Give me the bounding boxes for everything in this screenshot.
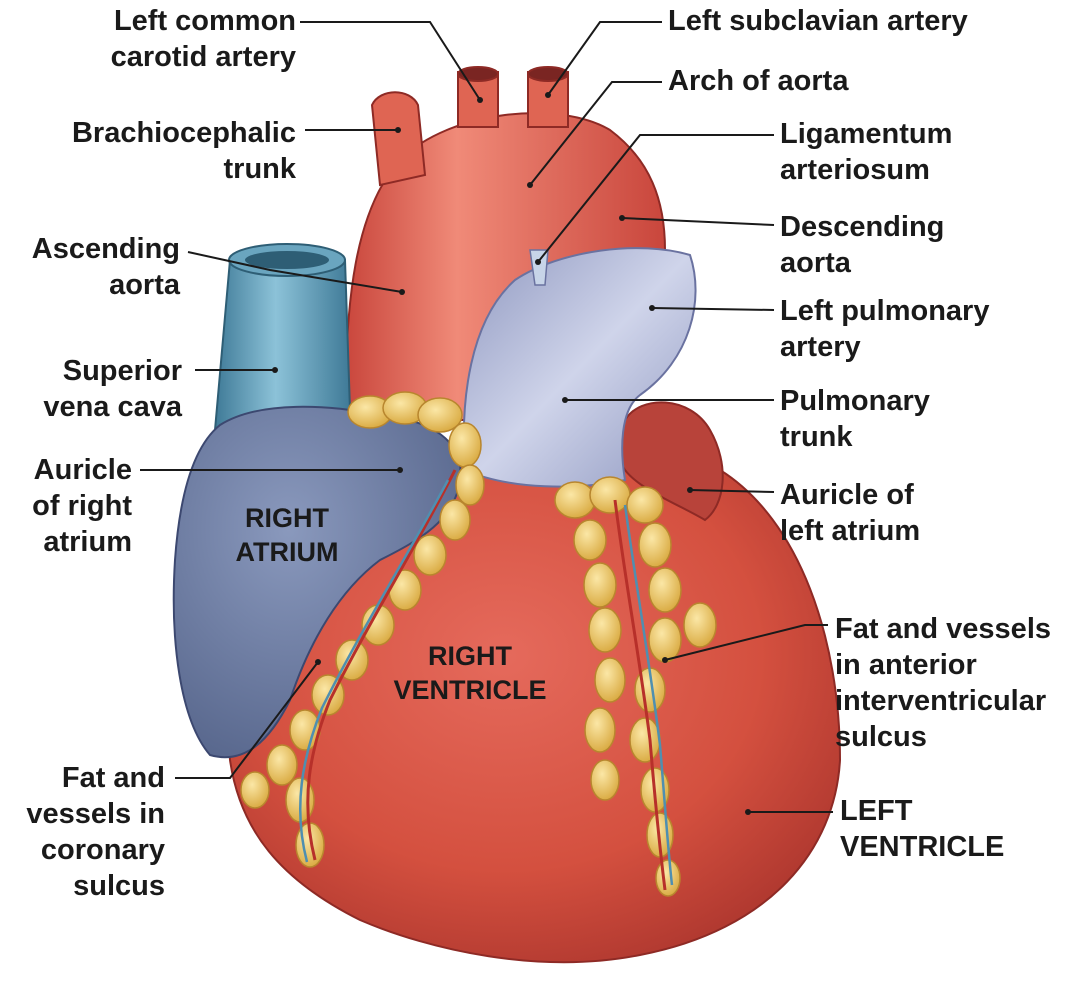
callout-ascending-aorta: Ascending aorta — [32, 233, 405, 301]
label-line: atrium — [43, 526, 132, 558]
label-line: Brachiocephalic — [72, 117, 296, 149]
label-line: sulcus — [73, 870, 165, 902]
leader-endpoint — [527, 182, 533, 188]
label-line: Ascending — [32, 233, 180, 265]
label-line: Auricle — [34, 454, 132, 486]
leader-endpoint — [535, 259, 541, 265]
brachiocephalic-trunk — [372, 92, 425, 185]
label-line: Ligamentum — [780, 118, 952, 150]
region-label-right-atrium: RIGHT — [245, 503, 330, 533]
region-label-right-atrium: ATRIUM — [236, 537, 339, 567]
label-line: Left pulmonary — [780, 295, 989, 327]
label-line: Fat and — [62, 762, 165, 794]
label-line: coronary — [41, 834, 165, 866]
leader-endpoint — [272, 367, 278, 373]
leader-line — [300, 22, 480, 100]
region-label-right-ventricle: VENTRICLE — [393, 675, 546, 705]
callout-brachiocephalic-trunk: Brachiocephalic trunk — [72, 117, 401, 185]
label-line: Pulmonary — [780, 385, 930, 417]
label-line: of right — [32, 490, 132, 522]
label-line: trunk — [780, 421, 853, 453]
label-line: vessels in — [26, 798, 165, 830]
leader-endpoint — [662, 657, 668, 663]
superior-vena-cava — [215, 260, 350, 430]
label-line: aorta — [109, 269, 181, 301]
leader-endpoint — [687, 487, 693, 493]
callout-left-common-carotid-artery: Left common carotid artery — [111, 5, 483, 103]
label-line: Descending — [780, 211, 944, 243]
label-line: Fat and vessels — [835, 613, 1051, 645]
label-line: LEFT — [840, 795, 913, 827]
leader-endpoint — [397, 467, 403, 473]
leader-endpoint — [649, 305, 655, 311]
label-line: trunk — [224, 153, 297, 185]
label-line: in anterior — [835, 649, 977, 681]
leader-endpoint — [545, 92, 551, 98]
label-line: left atrium — [780, 515, 920, 547]
leader-endpoint — [562, 397, 568, 403]
label-line: Left subclavian artery — [668, 5, 968, 37]
callout-left-pulmonary-artery: Left pulmonary artery — [649, 295, 989, 363]
label-line: Auricle of — [780, 479, 914, 511]
label-line: Superior — [63, 355, 182, 387]
leader-endpoint — [745, 809, 751, 815]
leader-endpoint — [619, 215, 625, 221]
label-line: Left common — [114, 5, 296, 37]
label-line: interventricular — [835, 685, 1046, 717]
label-line: vena cava — [43, 391, 183, 423]
label-line: carotid artery — [111, 41, 296, 73]
label-line: artery — [780, 331, 861, 363]
label-line: VENTRICLE — [840, 831, 1004, 863]
label-line: Arch of aorta — [668, 65, 849, 97]
label-line: aorta — [780, 247, 852, 279]
leader-endpoint — [477, 97, 483, 103]
leader-endpoint — [399, 289, 405, 295]
region-label-right-ventricle: RIGHT — [428, 641, 513, 671]
label-line: arteriosum — [780, 154, 930, 186]
leader-endpoint — [315, 659, 321, 665]
label-line: sulcus — [835, 721, 927, 753]
leader-endpoint — [395, 127, 401, 133]
